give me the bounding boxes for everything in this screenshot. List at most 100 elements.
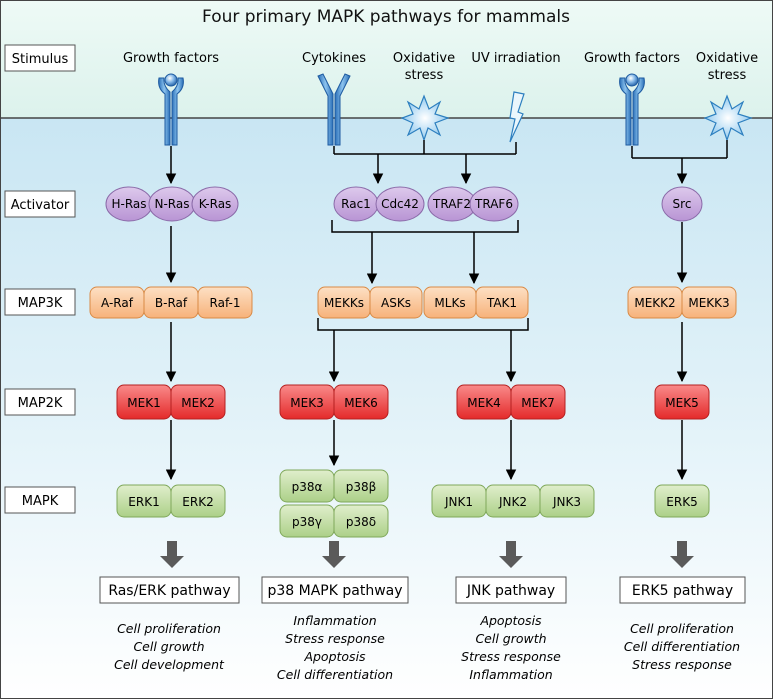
pathway-name-ras-erk: Ras/ERK pathway	[108, 583, 230, 599]
map2k-mek7-label: MEK7	[521, 396, 554, 410]
map2k-mek6	[333, 384, 389, 420]
row-label-stimulus: Stimulus	[12, 52, 69, 67]
row-labels: Stimulus Activator MAP3K MAP2K MAPK	[4, 44, 76, 514]
mapk-jnk2-label: JNK2	[498, 495, 527, 509]
map2k-mek5-label: MEK5	[665, 396, 698, 410]
stimulus-oxidative-stress-2-line2: stress	[708, 68, 747, 83]
pathway-box-p38	[261, 576, 409, 604]
map3k-mekk3	[681, 286, 737, 319]
diagram-title: Four primary MAPK pathways for mammals	[202, 7, 570, 27]
activator-traf6-label: TRAF6	[474, 197, 513, 211]
pathway-outcomes: Cell proliferation Cell growth Cell deve…	[114, 613, 740, 682]
pathway-name-erk5: ERK5 pathway	[632, 583, 733, 599]
map2k-mek6-label: MEK6	[344, 396, 377, 410]
activator-traf2-label: TRAF2	[432, 197, 471, 211]
activator-k-ras-label: K-Ras	[199, 197, 232, 211]
map3k-mekks-label: MEKKs	[324, 296, 364, 310]
mapk-p38-beta	[333, 469, 389, 503]
row-label-box-activator	[4, 190, 76, 218]
map3k-asks-label: ASKs	[381, 296, 411, 310]
pathway-name-p38: p38 MAPK pathway	[267, 583, 402, 599]
outcome-ras-3: Cell development	[114, 657, 225, 672]
outcome-erk5-3: Stress response	[632, 657, 732, 672]
receptor-icon-growth-factor-2	[619, 73, 645, 146]
stimulus-growth-factors-1: Growth factors	[123, 51, 219, 66]
row-label-box-stimulus	[4, 44, 76, 72]
map3k-a-raf-label: A-Raf	[101, 296, 134, 310]
outcome-ras-1: Cell proliferation	[117, 621, 221, 636]
activator-cdc42	[375, 186, 425, 222]
row-label-map3k: MAP3K	[18, 296, 63, 311]
map2k-mek2	[170, 384, 226, 420]
stimulus-oxidative-stress-2-line1: Oxidative	[696, 51, 758, 66]
outcome-jnk-1: Apoptosis	[479, 613, 542, 628]
activator-row: H-Ras N-Ras K-Ras Rac1 Cdc42 TRAF2 TRAF6…	[105, 186, 703, 222]
bracket-activators-middle	[331, 220, 519, 233]
outcome-jnk-2: Cell growth	[475, 631, 546, 646]
activator-traf6	[469, 186, 519, 222]
activator-cdc42-label: Cdc42	[381, 197, 419, 211]
outcome-jnk-3: Stress response	[461, 649, 561, 664]
row-label-mapk: MAPK	[22, 494, 59, 509]
map2k-mek7	[510, 384, 566, 420]
map3k-b-raf-label: B-Raf	[155, 296, 188, 310]
big-arrow-jnk	[499, 541, 523, 568]
outcome-p38-2: Stress response	[285, 631, 385, 646]
map3k-row: A-Raf B-Raf Raf-1 MEKKs ASKs MLKs TAK1 M…	[89, 286, 737, 319]
mapk-erk1-label: ERK1	[128, 495, 159, 509]
receptor-icon-growth-factor-1	[158, 73, 184, 146]
activator-k-ras	[191, 186, 239, 222]
connector-arrows	[165, 140, 728, 481]
map2k-mek3-label: MEK3	[290, 396, 323, 410]
outcome-p38-4: Cell differentiation	[277, 667, 393, 682]
mapk-erk2	[170, 484, 226, 518]
big-arrow-ras	[160, 541, 184, 568]
map2k-mek5	[654, 384, 710, 420]
map3k-tak1	[475, 286, 529, 319]
stimulus-oxidative-stress-1-line1: Oxidative	[393, 51, 455, 66]
row-label-box-map2k	[4, 388, 76, 416]
outcome-erk5-2: Cell differentiation	[624, 639, 740, 654]
pathway-box-erk5	[619, 576, 746, 604]
receptor-icon-cytokine	[317, 73, 351, 146]
activator-n-ras-label: N-Ras	[155, 197, 190, 211]
mapk-jnk3-label: JNK3	[552, 495, 581, 509]
map2k-row: MEK1 MEK2 MEK3 MEK6 MEK4 MEK7 MEK5	[116, 384, 710, 420]
pathway-box-jnk	[455, 576, 567, 604]
row-label-box-map3k	[4, 288, 76, 316]
map2k-mek1-label: MEK1	[127, 396, 160, 410]
row-label-box-mapk	[4, 486, 76, 514]
activator-rac1-label: Rac1	[341, 197, 371, 211]
map2k-mek4-label: MEK4	[467, 396, 500, 410]
stimulus-cytokines: Cytokines	[302, 51, 366, 66]
mapk-p38-delta-label: p38δ	[346, 515, 376, 529]
mapk-p38-gamma-label: p38γ	[292, 515, 322, 529]
mapk-p38-delta	[333, 504, 389, 538]
mapk-erk5-label: ERK5	[666, 495, 697, 509]
map2k-mek2-label: MEK2	[181, 396, 214, 410]
mapk-erk2-label: ERK2	[182, 495, 213, 509]
mapk-jnk3	[539, 484, 595, 518]
stimulus-growth-factors-2: Growth factors	[584, 51, 680, 66]
activator-src	[661, 186, 703, 222]
outcome-erk5-1: Cell proliferation	[630, 621, 734, 636]
outcome-jnk-4: Inflammation	[469, 667, 552, 682]
pathway-box-ras-erk	[99, 576, 240, 604]
map3k-tak1-label: TAK1	[486, 296, 517, 310]
map3k-raf-1	[197, 286, 253, 319]
outcome-ras-2: Cell growth	[133, 639, 204, 654]
big-arrow-erk5	[670, 541, 694, 568]
pathway-name-jnk: JNK pathway	[466, 583, 555, 599]
mapk-row: ERK1 ERK2 p38α p38β p38γ p38δ JNK1 JNK2 …	[116, 469, 710, 538]
activator-h-ras-label: H-Ras	[111, 197, 146, 211]
mapk-erk5	[654, 484, 710, 518]
bracket-map3k-middle	[317, 318, 529, 331]
map3k-mekk2-label: MEKK2	[634, 296, 675, 310]
stimulus-uv-irradiation: UV irradiation	[471, 51, 560, 66]
outcome-p38-3: Apoptosis	[303, 649, 366, 664]
pathway-boxes: Ras/ERK pathway p38 MAPK pathway JNK pat…	[99, 576, 746, 604]
big-arrow-p38	[322, 541, 346, 568]
stimulus-oxidative-stress-1-line2: stress	[405, 68, 444, 83]
